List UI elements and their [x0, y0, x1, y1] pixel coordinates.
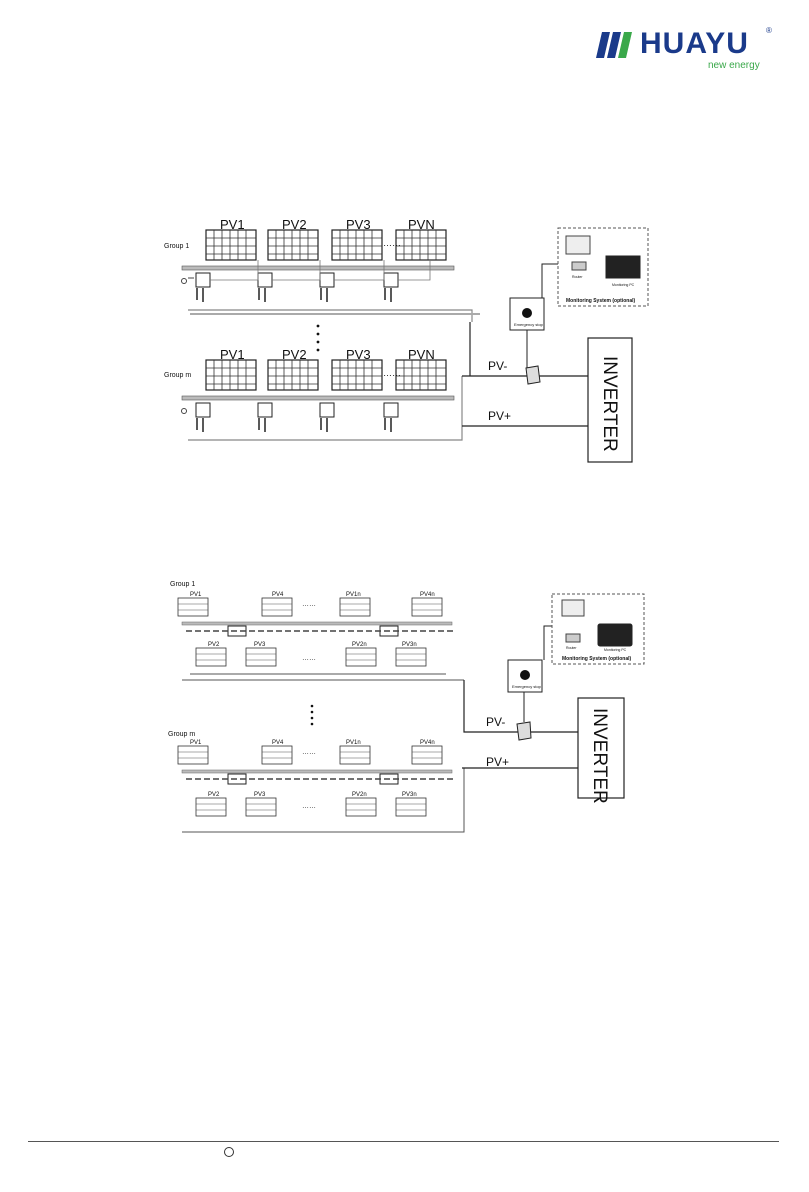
panel-ellipsis: …… — [383, 238, 401, 248]
pv-panel — [267, 229, 319, 261]
panel-label: PV4 — [272, 592, 284, 598]
pc-label: Monitoring PC — [604, 648, 627, 652]
inverter-box: INVERTER — [587, 337, 633, 463]
pc-monitor-icon — [597, 623, 633, 647]
inverter-label: INVERTER — [589, 708, 610, 804]
panel-ellipsis: …… — [302, 749, 316, 756]
wiring-diagram-1: Group 1 Group m PV1 PV2 PV3 PVN …… — [164, 217, 649, 463]
panel-label: PV4n — [420, 740, 435, 746]
inverter-label: INVERTER — [599, 356, 620, 452]
group-separator-dots — [310, 704, 314, 726]
panel-ellipsis: …… — [383, 368, 401, 378]
pc-label: Monitoring PC — [612, 283, 635, 287]
inverter-box: INVERTER — [577, 697, 625, 804]
group-m-label: Group m — [164, 372, 191, 379]
emergency-stop: Emergency stop — [509, 297, 545, 331]
logo-name: HUAYU — [640, 27, 749, 60]
group-1-array: PV1 PV4 PV1n PV4n PV2 PV3 PV2n PV3n …… …… — [177, 592, 464, 681]
huayu-logo: HUAYU ® new energy — [596, 26, 796, 74]
pc-monitor-icon — [605, 255, 641, 279]
panel-label: PV1 — [220, 217, 245, 232]
router-icon — [565, 633, 581, 643]
panel-label: PV2 — [282, 347, 307, 362]
pv-minus-label: PV- — [488, 359, 507, 373]
footer-circle-icon — [224, 1147, 234, 1157]
panel-label: PV1 — [190, 740, 202, 746]
panel-label: PV3n — [402, 792, 417, 798]
emergency-stop: Emergency stop — [507, 659, 543, 693]
pv-panel — [205, 229, 257, 261]
logo-tagline: new energy — [708, 60, 760, 71]
pv-panel — [331, 229, 383, 261]
pv-plus-label: PV+ — [488, 409, 511, 423]
panel-label: PVN — [408, 347, 435, 362]
group-m-label: Group m — [168, 731, 195, 738]
panel-label: PV1n — [346, 740, 361, 746]
emergency-stop-label: Emergency stop — [512, 684, 542, 689]
group-1-label: Group 1 — [170, 581, 195, 588]
panel-label: PV4n — [420, 592, 435, 598]
panel-label: PV4 — [272, 740, 284, 746]
pv-panel — [395, 229, 447, 261]
display-icon — [565, 235, 591, 255]
monitoring-system: Router Monitoring PC Monitoring System (… — [551, 593, 645, 665]
pv-panel — [267, 359, 319, 391]
pv-plus-label: PV+ — [486, 755, 509, 769]
panel-label: PV3 — [346, 217, 371, 232]
dc-bus — [462, 625, 578, 769]
group-m-array: PV1 PV4 PV1n PV4n PV2 PV3 PV2n PV3n …… …… — [177, 740, 465, 833]
group-1-label: Group 1 — [164, 243, 189, 250]
panel-ellipsis: …… — [302, 655, 316, 662]
footer-divider — [28, 1141, 779, 1142]
panel-label: PV3 — [346, 347, 371, 362]
panel-row-bottom: PV1 PV2 PV3 PVN …… — [205, 347, 447, 391]
router-label: Router — [572, 275, 583, 279]
panel-label: PV2 — [282, 217, 307, 232]
pv-panel — [395, 359, 447, 391]
rail-top — [181, 260, 480, 322]
pv-panel — [205, 359, 257, 391]
emergency-stop-label: Emergency stop — [514, 322, 544, 327]
rail-bottom — [181, 376, 463, 441]
wiring-diagram-2: Group 1 Group m PV1 PV4 PV1n PV4n PV2 PV… — [168, 581, 645, 833]
router-label: Router — [566, 646, 577, 650]
panel-row-top: PV1 PV2 PV3 PVN …… — [205, 217, 447, 261]
panel-label: PV1 — [190, 592, 202, 598]
pv-minus-label: PV- — [486, 715, 505, 729]
logo-registered: ® — [766, 26, 772, 35]
monitoring-label: Monitoring System (optional) — [566, 298, 635, 304]
panel-label: PV3 — [254, 642, 266, 648]
group-separator-dots — [316, 324, 320, 352]
router-icon — [571, 261, 587, 271]
panel-label: PV2 — [208, 642, 220, 648]
panel-label: PV2 — [208, 792, 220, 798]
pv-panel — [331, 359, 383, 391]
panel-label: PV2n — [352, 642, 367, 648]
display-icon — [561, 599, 585, 617]
panel-label: PV3 — [254, 792, 266, 798]
panel-ellipsis: …… — [302, 601, 316, 608]
stop-button-icon — [520, 670, 530, 680]
monitoring-system: Router Monitoring PC Monitoring System (… — [557, 227, 649, 307]
dc-bus — [462, 263, 588, 427]
logo-stripes-icon — [596, 32, 632, 58]
panel-label: PVN — [408, 217, 435, 232]
panel-label: PV1 — [220, 347, 245, 362]
monitoring-label: Monitoring System (optional) — [562, 656, 631, 662]
panel-label: PV1n — [346, 592, 361, 598]
panel-ellipsis: …… — [302, 803, 316, 810]
panel-label: PV2n — [352, 792, 367, 798]
panel-label: PV3n — [402, 642, 417, 648]
stop-button-icon — [522, 308, 532, 318]
